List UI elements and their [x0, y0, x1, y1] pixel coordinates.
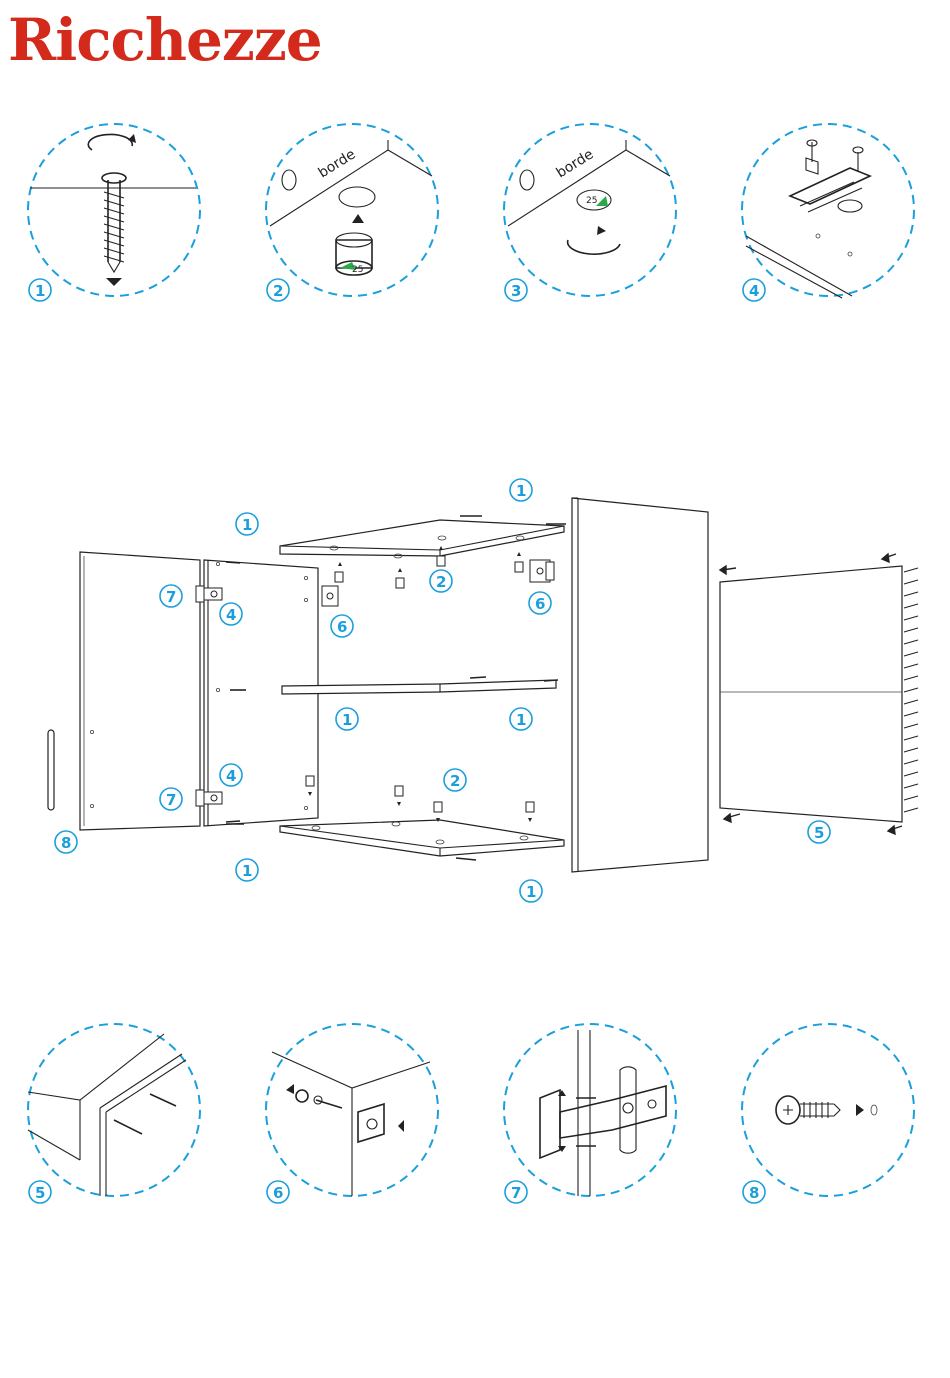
detail-2-edge-label: borde: [316, 146, 359, 181]
right-side-panel: [572, 498, 708, 872]
svg-text:8: 8: [749, 1184, 759, 1202]
callout-top-shelf-right: 1: [510, 479, 532, 501]
svg-text:1: 1: [35, 282, 45, 300]
middle-shelf: [282, 680, 556, 694]
svg-text:4: 4: [226, 767, 236, 785]
svg-text:7: 7: [511, 1184, 521, 1202]
svg-text:5: 5: [814, 824, 824, 842]
svg-text:2: 2: [450, 772, 460, 790]
detail-1-screw: [28, 124, 200, 296]
callout-detail-1: 1: [29, 279, 51, 301]
door-handle: [48, 730, 54, 810]
cabinet-assembly: [48, 498, 918, 872]
callout-handle: 8: [55, 831, 77, 853]
svg-text:6: 6: [273, 1184, 283, 1202]
detail-3-cam-number: 25: [586, 196, 597, 206]
svg-text:2: 2: [436, 573, 446, 591]
back-panel: [720, 566, 902, 822]
detail-7-hinge-mount: [504, 1024, 676, 1196]
detail-2-cam-number: 25: [352, 265, 363, 275]
svg-text:1: 1: [242, 516, 252, 534]
svg-text:3: 3: [511, 282, 521, 300]
callout-hinge-bottom-side: 4: [220, 764, 242, 786]
bottom-shelf: [280, 820, 564, 856]
svg-text:5: 5: [35, 1184, 45, 1202]
callout-detail-6: 6: [267, 1181, 289, 1203]
svg-text:6: 6: [337, 618, 347, 636]
top-shelf: [280, 520, 564, 556]
detail-8-handle-screw: [742, 1024, 914, 1196]
svg-text:4: 4: [226, 606, 236, 624]
callout-back-panel: 5: [808, 821, 830, 843]
detail-5-back-nail: [28, 1024, 200, 1196]
svg-text:1: 1: [516, 711, 526, 729]
callout-bottom-left: 1: [236, 859, 258, 881]
top-hinge: [196, 586, 222, 602]
svg-text:1: 1: [526, 883, 536, 901]
callout-hinge-top-side: 4: [220, 603, 242, 625]
detail-6-bracket: [266, 1024, 438, 1196]
bottom-hinge: [196, 790, 222, 806]
callout-detail-2: 2: [267, 279, 289, 301]
callout-top-shelf-left: 1: [236, 513, 258, 535]
svg-text:8: 8: [61, 834, 71, 852]
callout-detail-8: 8: [743, 1181, 765, 1203]
svg-text:2: 2: [273, 282, 283, 300]
callout-bracket-left: 6: [331, 615, 353, 637]
svg-text:4: 4: [749, 282, 759, 300]
svg-text:1: 1: [242, 862, 252, 880]
callout-bottom-right: 1: [520, 880, 542, 902]
callout-hinge-bottom-door: 7: [160, 788, 182, 810]
svg-text:1: 1: [516, 482, 526, 500]
callout-hinge-top-door: 7: [160, 585, 182, 607]
callout-detail-7: 7: [505, 1181, 527, 1203]
svg-text:7: 7: [166, 791, 176, 809]
callout-mid-shelf-right: 1: [510, 708, 532, 730]
callout-cam-bottom: 2: [444, 769, 466, 791]
detail-4-hinge-plate: [742, 124, 914, 298]
callout-detail-4: 4: [743, 279, 765, 301]
callout-cam-top: 2: [430, 570, 452, 592]
back-panel-nails: [904, 568, 918, 812]
detail-2-cam-insert: borde 25: [266, 124, 438, 296]
callout-detail-3: 3: [505, 279, 527, 301]
svg-text:7: 7: [166, 588, 176, 606]
svg-text:1: 1: [342, 711, 352, 729]
callout-bracket-right: 6: [529, 592, 551, 614]
detail-3-cam-rotate: borde 25: [504, 124, 676, 296]
detail-3-edge-label: borde: [554, 146, 597, 181]
callout-mid-shelf-left: 1: [336, 708, 358, 730]
callout-detail-5: 5: [29, 1181, 51, 1203]
svg-text:6: 6: [535, 595, 545, 613]
